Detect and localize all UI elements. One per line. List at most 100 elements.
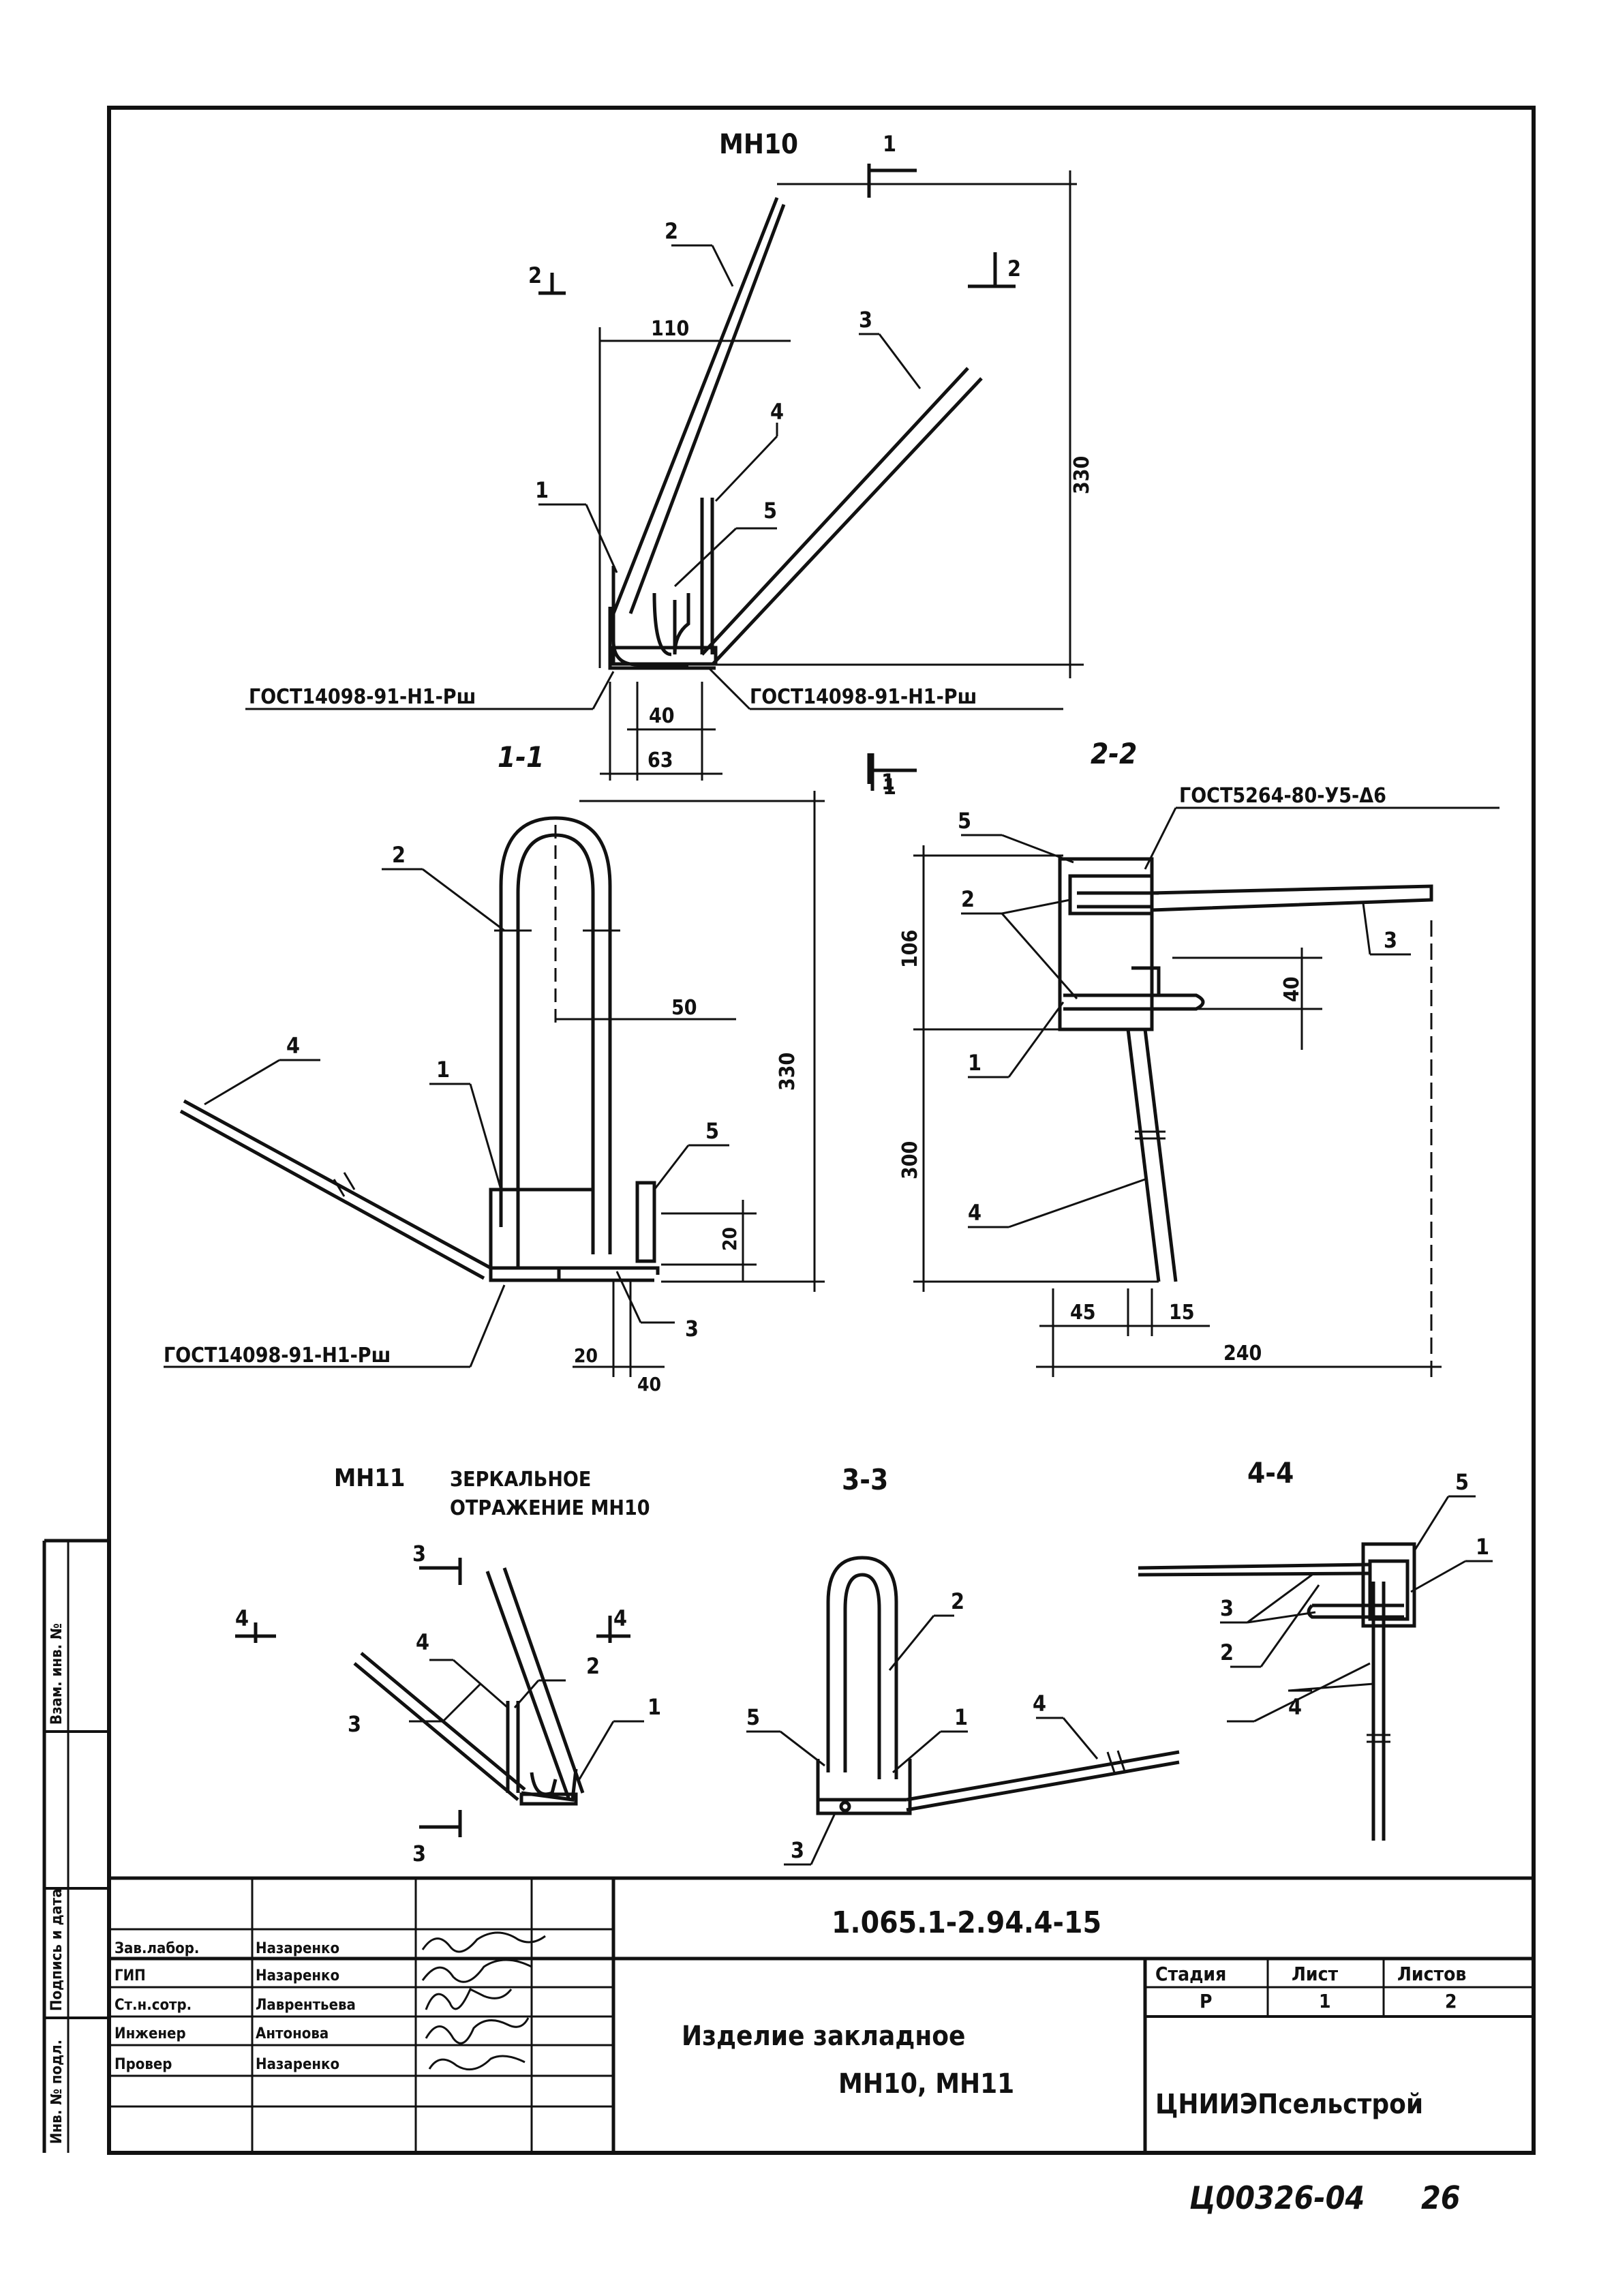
mn11-cut3-top: 3 bbox=[412, 1541, 426, 1567]
sig-name-3: Антонова bbox=[256, 2025, 329, 2042]
dim-106: 106 bbox=[898, 930, 922, 968]
sig-role-4: Провер bbox=[115, 2056, 172, 2073]
s44-part4: 4 bbox=[1288, 1694, 1302, 1720]
view-mn11 bbox=[353, 1567, 585, 1806]
s33-part5: 5 bbox=[746, 1704, 760, 1730]
stage-header: Стадия bbox=[1155, 1963, 1226, 1985]
sig-name-4: Назаренко bbox=[256, 2056, 339, 2073]
signature-scribbles bbox=[421, 1931, 546, 2071]
s33-part1: 1 bbox=[954, 1704, 968, 1730]
dim-40-2-2: 40 bbox=[1280, 976, 1304, 1002]
cut1-bottom: 1 bbox=[881, 769, 895, 795]
s33-part3: 3 bbox=[791, 1837, 804, 1863]
s44-part3: 3 bbox=[1220, 1595, 1234, 1621]
gost-weld-2-2: ГОСТ5264-80-У5-Δ6 bbox=[1179, 784, 1386, 808]
mn11-part2: 2 bbox=[586, 1653, 600, 1679]
view-mn11-title: МН11 bbox=[334, 1464, 405, 1492]
dim-50: 50 bbox=[671, 996, 697, 1020]
stage-value: Р bbox=[1200, 1990, 1212, 2012]
s33-part4: 4 bbox=[1033, 1691, 1046, 1717]
dim-20-h: 20 bbox=[574, 1344, 598, 1367]
gost-weld-left: ГОСТ14098-91-Н1-Рш bbox=[249, 685, 476, 709]
part1-mark: 1 bbox=[535, 477, 549, 503]
sheets-value: 2 bbox=[1445, 1990, 1457, 2012]
part4-mark: 4 bbox=[770, 399, 784, 425]
part3-mark: 3 bbox=[859, 307, 872, 333]
sheet-frame bbox=[107, 106, 1536, 2155]
cut1-2-2: 1 bbox=[883, 774, 896, 800]
section-4-4 bbox=[1138, 1542, 1416, 1841]
dim-40-main: 40 bbox=[649, 704, 675, 728]
title-block bbox=[109, 1876, 1534, 2153]
dim-45: 45 bbox=[1070, 1301, 1096, 1325]
mn11-note-2: ОТРАЖЕНИЕ МН10 bbox=[450, 1496, 650, 1520]
dim-63: 63 bbox=[648, 749, 673, 772]
cut-markers-2-2 bbox=[870, 753, 917, 791]
cut2-left: 2 bbox=[528, 262, 542, 288]
dim-330-main: 330 bbox=[1070, 456, 1094, 494]
view-mn10 bbox=[608, 197, 983, 670]
mn11-part3: 3 bbox=[348, 1711, 361, 1737]
s11-part5: 5 bbox=[705, 1118, 719, 1144]
organization: ЦНИИЭПсельстрой bbox=[1155, 2089, 1423, 2120]
inv-orig-label: Инв. № подл. bbox=[48, 2040, 65, 2144]
mn11-cut4-right: 4 bbox=[613, 1605, 627, 1631]
s44-part1: 1 bbox=[1476, 1534, 1489, 1560]
dim-110: 110 bbox=[651, 317, 689, 341]
dims-4-4 bbox=[1220, 1495, 1493, 1723]
s44-part2: 2 bbox=[1220, 1640, 1234, 1665]
sig-role-1: ГИП bbox=[115, 1967, 146, 1984]
s11-part1: 1 bbox=[436, 1057, 450, 1083]
sig-role-0: Зав.лабор. bbox=[115, 1940, 199, 1957]
s33-part2: 2 bbox=[951, 1588, 964, 1614]
gost-weld-right: ГОСТ14098-91-Н1-Рш bbox=[750, 685, 977, 709]
dims-mn10 bbox=[245, 170, 1084, 781]
s11-part3: 3 bbox=[685, 1316, 699, 1342]
section-3-3-title: 3-3 bbox=[842, 1463, 888, 1496]
section-1-1-title: 1-1 bbox=[498, 740, 544, 774]
cut2-right: 2 bbox=[1007, 256, 1021, 282]
footer-page: 26 bbox=[1421, 2179, 1461, 2216]
dims-3-3 bbox=[746, 1614, 1099, 1866]
dim-15: 15 bbox=[1169, 1301, 1195, 1325]
sheets-header: Листов bbox=[1397, 1963, 1466, 1985]
dim-300: 300 bbox=[898, 1141, 922, 1179]
dim-240: 240 bbox=[1223, 1342, 1262, 1365]
cut1-top: 1 bbox=[883, 131, 896, 157]
footer-number: Ц00326-04 bbox=[1189, 2179, 1365, 2216]
dims-mn11 bbox=[409, 1659, 644, 1780]
sig-name-2: Лаврентьева bbox=[256, 1997, 356, 2014]
s22-part4: 4 bbox=[968, 1200, 981, 1226]
view-mn10-title: МН10 bbox=[719, 129, 798, 160]
sign-date-label: Подпись и дата bbox=[48, 1888, 65, 2011]
sig-role-2: Ст.н.сотр. bbox=[115, 1997, 192, 2014]
section-3-3 bbox=[816, 1556, 1180, 1815]
section-2-2-title: 2-2 bbox=[1091, 737, 1137, 770]
mn11-part4: 4 bbox=[416, 1629, 429, 1655]
s11-part2: 2 bbox=[392, 842, 406, 868]
inv-vzam-label: Взам. инв. № bbox=[48, 1623, 65, 1725]
dim-40-sec: 40 bbox=[637, 1373, 661, 1395]
sig-name-0: Назаренко bbox=[256, 1940, 339, 1957]
s22-part2: 2 bbox=[961, 886, 975, 912]
sheet-title-line1: Изделие закладное bbox=[682, 2021, 965, 2052]
part5-mark: 5 bbox=[763, 498, 777, 524]
sheet-title-line2: МН10, МН11 bbox=[838, 2068, 1014, 2100]
dims-1-1 bbox=[164, 791, 825, 1377]
sig-name-1: Назаренко bbox=[256, 1967, 339, 1984]
gost-weld-section: ГОСТ14098-91-Н1-Рш bbox=[164, 1344, 391, 1368]
cut-markers-mn11 bbox=[235, 1558, 630, 1837]
s11-part4: 4 bbox=[286, 1033, 300, 1059]
mn11-cut3-bottom: 3 bbox=[412, 1841, 426, 1867]
section-4-4-title: 4-4 bbox=[1247, 1456, 1294, 1490]
sheet-value: 1 bbox=[1319, 1990, 1331, 2012]
section-1-1 bbox=[179, 816, 660, 1282]
s22-part5: 5 bbox=[958, 808, 971, 834]
sheet-code: 1.065.1-2.94.4-15 bbox=[832, 1905, 1101, 1940]
dim-20-v: 20 bbox=[718, 1227, 741, 1251]
mn11-cut4-left: 4 bbox=[235, 1605, 249, 1631]
s44-part5: 5 bbox=[1455, 1469, 1469, 1495]
dims-2-2 bbox=[913, 806, 1499, 1377]
s22-part3: 3 bbox=[1384, 927, 1397, 953]
